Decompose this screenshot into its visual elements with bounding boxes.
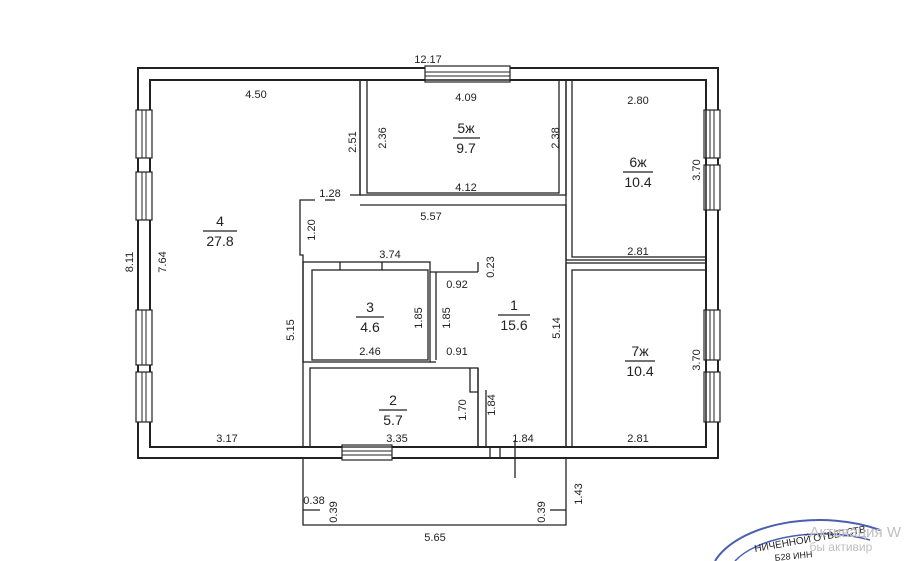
window-right-4 <box>703 371 721 423</box>
room-6-label: 6ж 10.4 <box>623 154 653 190</box>
window-left-4 <box>135 371 153 423</box>
dim-room3-top: 3.74 <box>379 249 400 261</box>
dim-room2-right: 1.70 <box>457 399 469 420</box>
wall-room6 <box>565 79 707 261</box>
activation-line-2: бы активир <box>809 540 873 555</box>
dim-room6-top: 2.80 <box>627 95 648 107</box>
dim-184: 1.84 <box>486 394 498 415</box>
dim-room4-bottom: 3.17 <box>216 433 237 445</box>
dim-room5-top: 4.09 <box>455 92 476 104</box>
window-left-1 <box>135 109 153 159</box>
dim-515: 5.15 <box>285 319 297 340</box>
dim-hall-right: 5.14 <box>551 317 563 338</box>
wall-room7-inner <box>571 269 707 448</box>
dim-porch-143: 1.43 <box>573 483 585 504</box>
stamp-text-2: Б28 ИНН <box>774 549 813 561</box>
room-number: 6ж <box>629 154 647 170</box>
dim-091: 0.91 <box>446 346 467 358</box>
window-right-3 <box>703 309 721 361</box>
room-1-label: 1 15.6 <box>498 297 530 333</box>
room-number: 3 <box>366 299 374 315</box>
room-area: 4.6 <box>360 319 380 335</box>
room-area: 5.7 <box>383 412 403 428</box>
dim-room4-top: 4.50 <box>245 89 266 101</box>
room-area: 15.6 <box>500 317 527 333</box>
wall-room3-inner <box>311 269 429 361</box>
window-right-2 <box>703 164 721 211</box>
window-top <box>424 65 511 83</box>
room-number: 5ж <box>457 120 475 136</box>
dim-room2-bottom: 3.35 <box>386 433 407 445</box>
room-area: 27.8 <box>206 233 233 249</box>
room-number: 7ж <box>631 343 649 359</box>
room-number: 4 <box>216 213 224 229</box>
dim-porch-width: 5.65 <box>424 532 445 544</box>
activation-line-1: Активация W <box>809 523 901 541</box>
dim-room5-left: 2.36 <box>377 127 389 148</box>
wall-room3 <box>302 261 431 363</box>
dim-porch-038: 0.38 <box>303 495 324 507</box>
wall-room5-inner <box>366 79 560 194</box>
dim-room5-bottom: 4.12 <box>455 182 476 194</box>
dim-room3-right: 1.85 <box>413 307 425 328</box>
dim-092: 0.92 <box>446 279 467 291</box>
window-bottom <box>341 444 393 461</box>
dim-023: 0.23 <box>485 256 497 277</box>
room-area: 10.4 <box>626 363 653 379</box>
room-4-label: 4 27.8 <box>203 213 237 249</box>
dim-porch-039b: 0.39 <box>536 501 548 522</box>
dim-hall-top: 5.57 <box>420 211 441 223</box>
dim-128: 1.28 <box>319 188 340 200</box>
dim-room7-right: 3.70 <box>691 349 703 370</box>
activation-watermark: Активация W бы активир <box>809 524 901 555</box>
dim-room3-bottom: 2.46 <box>359 346 380 358</box>
dim-room4-left: 7.64 <box>157 251 169 272</box>
room-area: 10.4 <box>624 174 651 190</box>
dim-porch-039a: 0.39 <box>328 501 340 522</box>
window-left-2 <box>135 171 153 221</box>
dim-251: 2.51 <box>347 131 359 152</box>
dim-room6-bottom: 2.81 <box>627 246 648 258</box>
room-area: 9.7 <box>456 140 476 156</box>
window-left-3 <box>135 309 153 366</box>
dim-room5-right: 2.38 <box>550 127 562 148</box>
dim-room7-bottom: 2.81 <box>627 433 648 445</box>
porch <box>302 458 567 526</box>
room-number: 1 <box>510 297 518 313</box>
dim-room6-right: 3.70 <box>691 159 703 180</box>
room-7-label: 7ж 10.4 <box>625 343 655 379</box>
window-right-1 <box>703 109 721 159</box>
room-3-label: 3 4.6 <box>356 299 384 335</box>
dim-outer-height: 8.11 <box>124 252 136 273</box>
room-2-label: 2 5.7 <box>379 392 407 428</box>
room-number: 2 <box>389 392 397 408</box>
wall-room6-inner <box>571 79 707 258</box>
dim-outer-width: 12.17 <box>414 54 442 66</box>
room-5-label: 5ж 9.7 <box>453 120 480 156</box>
dim-120: 1.20 <box>306 219 318 240</box>
dim-184-door: 1.84 <box>512 433 533 445</box>
dim-185b: 1.85 <box>441 307 453 328</box>
